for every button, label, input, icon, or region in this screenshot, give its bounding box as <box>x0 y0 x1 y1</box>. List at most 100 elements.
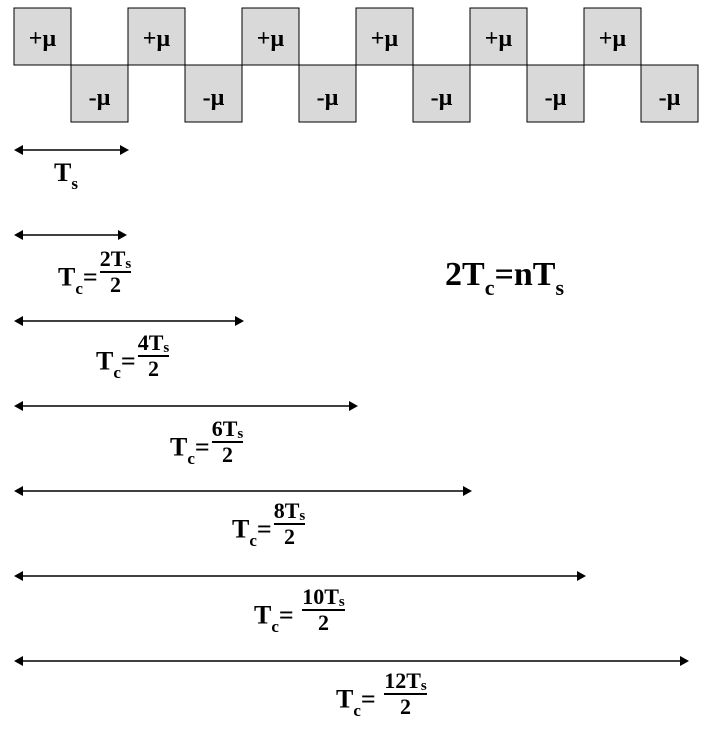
formula-numerator-sub: s <box>163 340 170 356</box>
ts-arrow <box>14 145 129 155</box>
ts-symbol: T <box>54 158 72 187</box>
cell-plus-box <box>241 7 300 66</box>
formula-arrow <box>14 401 358 411</box>
formula-equals: = <box>82 262 98 292</box>
formula-arrows <box>14 230 689 666</box>
cell-minus-box <box>70 64 129 123</box>
formula-equals: = <box>360 684 383 714</box>
formula-numerator: 2Ts <box>99 246 132 272</box>
cell-minus: -µ <box>640 64 699 123</box>
formula-numerator: 8Ts <box>273 498 306 524</box>
arrow-head-right <box>577 571 586 581</box>
formula-denominator: 2 <box>399 694 411 719</box>
formula-lhs-sub: c <box>353 700 361 720</box>
formula-lhs-sub: c <box>113 362 121 382</box>
fraction-bar <box>137 355 170 357</box>
cell-minus-label: -µ <box>203 85 225 111</box>
formula-equals: = <box>256 514 272 544</box>
arrow-head-left <box>14 656 23 666</box>
cell-plus-label: +µ <box>485 26 513 52</box>
relation-symbol-b: T <box>532 256 556 293</box>
formula-lhs: T <box>96 346 114 376</box>
cell-minus-box <box>640 64 699 123</box>
cell-plus: +µ <box>241 7 300 66</box>
cell-plus-label: +µ <box>29 26 57 52</box>
relation-coef: 2 <box>445 256 462 293</box>
fraction-bar <box>211 441 244 443</box>
formula-numerator: 12Ts <box>384 668 427 694</box>
formula-lhs-sub: c <box>187 448 195 468</box>
cell-minus: -µ <box>70 64 129 123</box>
cell-plus-box <box>469 7 528 66</box>
cell-plus-label: +µ <box>371 26 399 52</box>
formula-numerator-sub: s <box>420 678 427 694</box>
arrow-head-right <box>463 486 472 496</box>
formula-arrow <box>14 656 689 666</box>
cell-minus-box <box>298 64 357 123</box>
arrow-head-right <box>349 401 358 411</box>
arrow-head-right <box>120 145 129 155</box>
cell-minus-label: -µ <box>89 85 111 111</box>
signal-cells: +µ-µ+µ-µ+µ-µ+µ-µ+µ-µ+µ-µ <box>13 7 699 123</box>
cell-minus: -µ <box>298 64 357 123</box>
formula-numerator: 6Ts <box>211 416 244 442</box>
cell-minus: -µ <box>526 64 585 123</box>
cell-plus-label: +µ <box>257 26 285 52</box>
cell-plus-box <box>583 7 642 66</box>
cell-minus-box <box>184 64 243 123</box>
arrow-head-left <box>14 571 23 581</box>
arrow-head-left <box>14 230 23 240</box>
cell-plus-label: +µ <box>143 26 171 52</box>
formula-arrow <box>14 571 586 581</box>
formula-lhs: T <box>170 432 188 462</box>
arrow-head-right <box>680 656 689 666</box>
cell-minus-label: -µ <box>431 85 453 111</box>
arrow-head-right <box>118 230 127 240</box>
ts-arrow-line <box>14 145 129 155</box>
formula-lhs: T <box>232 514 250 544</box>
cell-plus-box <box>355 7 414 66</box>
formula-numerator: 4Ts <box>137 330 170 356</box>
relation-label: 2Tc=nTs <box>445 256 564 299</box>
relation-equals: =n <box>494 256 533 293</box>
cell-plus: +µ <box>13 7 72 66</box>
formula-equals: = <box>120 346 136 376</box>
formula-denominator: 2 <box>147 356 159 381</box>
formula-numerator-sub: s <box>125 256 132 272</box>
cell-minus: -µ <box>412 64 471 123</box>
formula-lhs-sub: c <box>75 278 83 298</box>
fraction-bar <box>384 693 427 695</box>
cell-minus: -µ <box>184 64 243 123</box>
arrow-head-left <box>14 401 23 411</box>
formula-numerator-sub: s <box>299 508 306 524</box>
formula-numerator-sub: s <box>338 594 345 610</box>
formula-numerator: 10Ts <box>302 584 345 610</box>
formula-denominator: 2 <box>221 442 233 467</box>
formula-arrow <box>14 316 244 326</box>
arrow-head-left <box>14 316 23 326</box>
cell-minus-box <box>526 64 585 123</box>
fraction-bar <box>273 523 306 525</box>
ts-subscript: s <box>71 174 78 193</box>
formula-lhs-sub: c <box>271 616 279 636</box>
relation-symbol-a: T <box>462 256 485 293</box>
cell-minus-box <box>412 64 471 123</box>
cell-plus-box <box>13 7 72 66</box>
relation-sub-b: s <box>555 275 564 300</box>
formula-numerator-sub: s <box>237 426 244 442</box>
fraction-bar <box>99 271 132 273</box>
cell-minus-label: -µ <box>659 85 681 111</box>
cell-plus: +µ <box>583 7 642 66</box>
arrow-head-left <box>14 145 23 155</box>
